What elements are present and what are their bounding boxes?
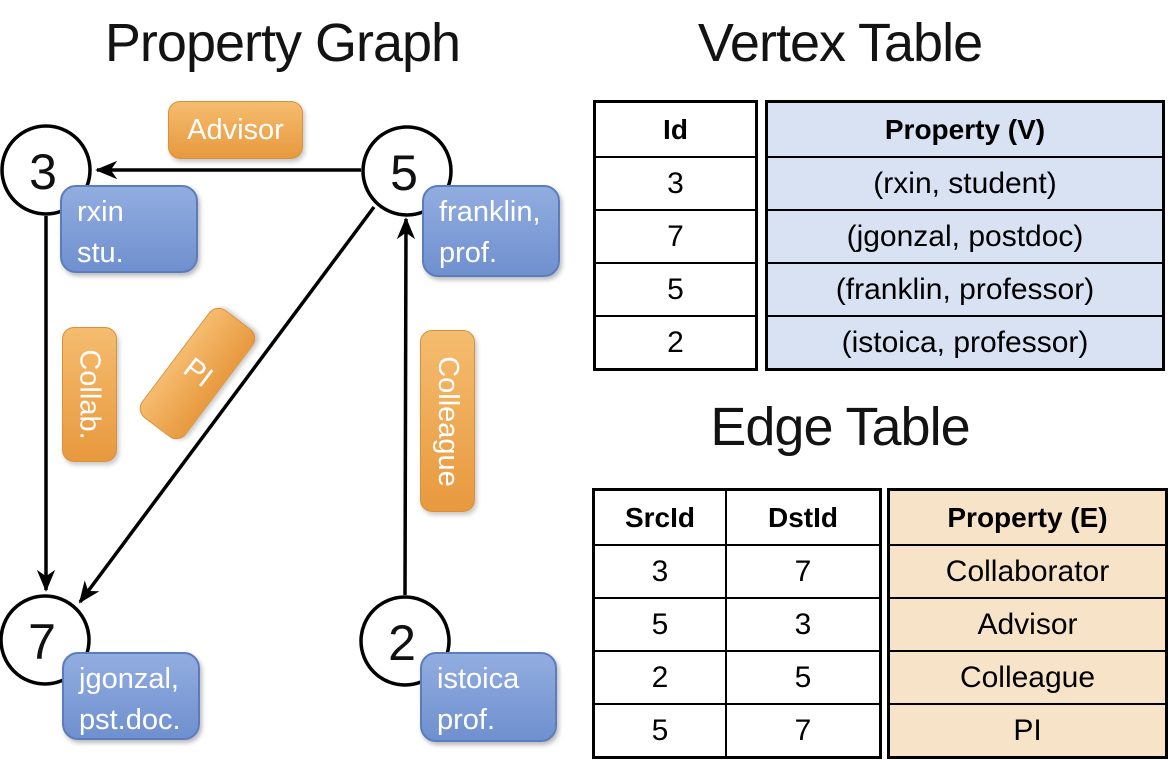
vertex-id-cell: 2: [593, 315, 758, 371]
property-graph-title: Property Graph: [104, 13, 461, 73]
vertex-id-3: 3: [29, 144, 57, 200]
edge-property-cell: Advisor: [887, 597, 1168, 652]
edge-dst-cell: 3: [725, 597, 882, 652]
table-row: 2: [593, 315, 758, 371]
table-row: 5: [593, 262, 758, 317]
vertex-id-cell: 3: [593, 156, 758, 211]
vertex-property-line: prof.: [439, 237, 498, 269]
table-row: (istoica, professor): [765, 315, 1165, 371]
vertex-property-line: stu.: [77, 237, 124, 269]
table-row: Colleague: [887, 650, 1168, 705]
table-row: Collaborator: [887, 544, 1168, 599]
vertex-property-line: franklin,: [439, 196, 541, 228]
vertex-property-box-franklin: franklin, prof.: [422, 185, 560, 277]
table-row: Advisor: [887, 597, 1168, 652]
table-row: 3: [593, 156, 758, 211]
vertex-property-line: istoica: [437, 663, 520, 695]
edge-pi-5-to-7: [78, 205, 376, 604]
vertex-id-cell: 5: [593, 262, 758, 317]
edge-dst-cell: 7: [725, 544, 882, 599]
vertex-property-line: prof.: [437, 704, 496, 736]
vertex-property-line: rxin: [77, 196, 124, 228]
vertex-property-line: pst.doc.: [79, 704, 181, 736]
edge-label-text: PI: [177, 352, 219, 395]
table-row: (franklin, professor): [765, 262, 1165, 317]
edge-table-header-dstid: DstId: [725, 488, 882, 546]
vertex-property-cell: (istoica, professor): [765, 315, 1165, 371]
vertex-id-5: 5: [390, 145, 418, 201]
edge-dst-cell: 5: [725, 650, 882, 705]
table-row: 7: [593, 209, 758, 264]
table-row: 2 5: [592, 650, 882, 705]
table-row: 5 7: [592, 703, 882, 759]
edge-property-cell: Collaborator: [887, 544, 1168, 599]
edge-src-cell: 5: [592, 597, 727, 652]
table-row: (rxin, student): [765, 156, 1165, 211]
vertex-property-cell: (jgonzal, postdoc): [765, 209, 1165, 264]
edge-label-text: Collab.: [74, 349, 106, 440]
vertex-property-line: jgonzal,: [79, 663, 179, 695]
vertex-table-header-property: Property (V): [765, 100, 1165, 158]
edge-label-collab: Collab.: [62, 327, 117, 462]
vertex-id-2: 2: [388, 615, 416, 671]
edge-label-colleague: Colleague: [420, 330, 475, 512]
vertex-table-id-column: Id 3 7 5 2: [593, 100, 758, 371]
vertex-table-property-column: Property (V) (rxin, student) (jgonzal, p…: [765, 100, 1165, 371]
edge-table-title: Edge Table: [710, 397, 970, 457]
edge-label-advisor: Advisor: [168, 101, 303, 159]
vertex-property-box-rxin: rxin stu.: [60, 185, 198, 273]
edge-label-text: Colleague: [432, 355, 465, 487]
edge-src-cell: 3: [592, 544, 727, 599]
edge-src-cell: 2: [592, 650, 727, 705]
edge-table-header-property: Property (E): [887, 488, 1168, 546]
table-row: 5 3: [592, 597, 882, 652]
edge-property-cell: PI: [887, 703, 1168, 759]
edge-colleague-2-to-5: [396, 217, 416, 596]
edge-dst-cell: 7: [725, 703, 882, 759]
vertex-id-cell: 7: [593, 209, 758, 264]
table-row: 3 7: [592, 544, 882, 599]
vertex-property-box-jgonzal: jgonzal, pst.doc.: [62, 652, 200, 740]
vertex-property-box-istoica: istoica prof.: [420, 652, 557, 742]
edge-table-header-srcid: SrcId: [592, 488, 727, 546]
table-row: (jgonzal, postdoc): [765, 209, 1165, 264]
vertex-property-cell: (rxin, student): [765, 156, 1165, 211]
vertex-property-cell: (franklin, professor): [765, 262, 1165, 317]
edge-table-src-dst-columns: SrcId DstId 3 7 5 3 2 5 5 7: [592, 488, 882, 759]
edge-table-property-column: Property (E) Collaborator Advisor Collea…: [887, 488, 1168, 759]
vertex-table-header-id: Id: [593, 100, 758, 158]
edge-label-text: Advisor: [187, 113, 284, 146]
vertex-table-title: Vertex Table: [697, 13, 983, 73]
vertex-id-7: 7: [28, 614, 56, 670]
edge-src-cell: 5: [592, 703, 727, 759]
edge-property-cell: Colleague: [887, 650, 1168, 705]
table-row: PI: [887, 703, 1168, 759]
